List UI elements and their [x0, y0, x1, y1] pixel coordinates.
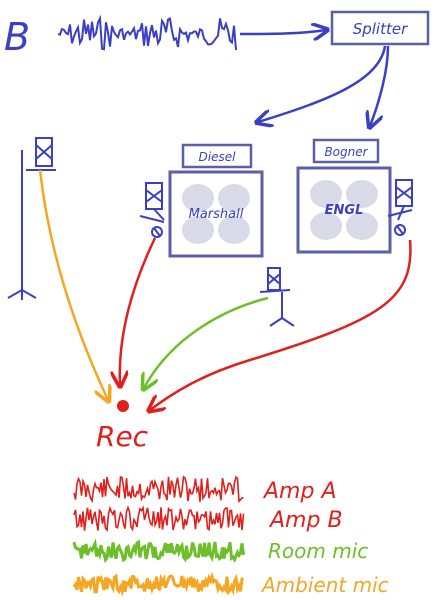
- legend-waveforms: [72, 475, 245, 597]
- rec-label: Rec: [96, 420, 149, 453]
- room-mic-path: [144, 296, 269, 388]
- amp-b-cabinet: ENGL: [296, 166, 392, 254]
- legend-wave-ambient-mic: [72, 571, 244, 597]
- legend-label-amp-a: Amp A: [262, 479, 337, 504]
- amp-b-head-label: Bogner: [324, 145, 368, 159]
- amp-a-cab-label: Marshall: [189, 207, 244, 222]
- amp-b-mic-path: [150, 239, 412, 410]
- splitter-to-amp-a-arrow: [258, 45, 387, 122]
- amp-a-head-label: Diesel: [199, 150, 237, 164]
- ambient-mic-stand: [7, 137, 56, 300]
- amp-b-mic: [387, 179, 413, 236]
- amp-b-head: Bogner: [312, 138, 380, 164]
- amp-a-head: Diesel: [181, 143, 253, 169]
- legend-wave-room-mic: [72, 538, 245, 564]
- splitter-box: Splitter: [330, 10, 430, 46]
- amp-a-mic-path: [120, 237, 157, 385]
- source-waveform: [57, 14, 237, 51]
- legend-label-amp-b: Amp B: [268, 508, 343, 533]
- ambient-mic-path: [38, 169, 108, 400]
- waveform-to-splitter-arrow: [239, 30, 326, 34]
- legend-wave-amp-b: [73, 505, 245, 533]
- amp-a-cabinet: Marshall: [168, 170, 264, 258]
- legend-label-ambient-mic: Ambient mic: [260, 573, 389, 597]
- splitter-label: Splitter: [353, 20, 408, 38]
- rec-dot: [117, 400, 129, 412]
- legend-wave-amp-a: [73, 475, 244, 504]
- legend-label-room-mic: Room mic: [268, 539, 368, 563]
- splitter-to-amp-b-arrow: [370, 45, 390, 126]
- amp-b-cab-label: ENGL: [325, 203, 364, 218]
- amp-a-mic: [139, 182, 165, 238]
- room-mic-stand: [259, 267, 295, 327]
- source-label: B: [4, 15, 30, 59]
